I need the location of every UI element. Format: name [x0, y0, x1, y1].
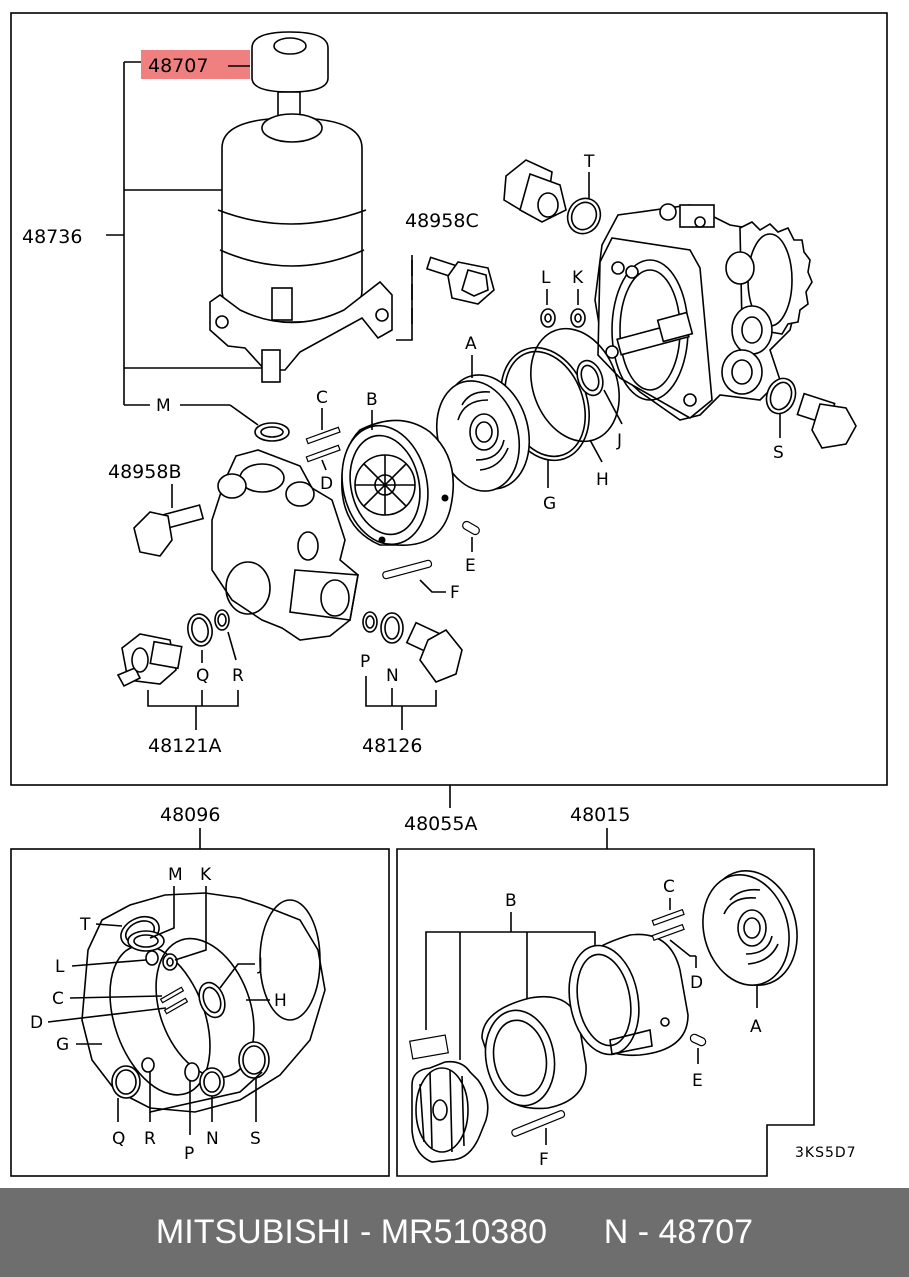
fitting-T-plug[interactable] [503, 159, 567, 223]
seal-vane-C[interactable] [159, 986, 185, 1004]
cart-pin-E[interactable] [689, 1033, 707, 1047]
label-A-top[interactable]: A [465, 334, 477, 354]
label-C-top[interactable]: C [316, 388, 328, 408]
seal-oring-H[interactable] [138, 925, 272, 1091]
washer-L[interactable] [540, 308, 556, 328]
seal-vane-D[interactable] [163, 997, 189, 1015]
oring-R[interactable] [214, 609, 230, 631]
footer-text: MITSUBISHI - MR510380 N - 48707 [156, 1213, 753, 1252]
pump-body[interactable] [594, 203, 813, 421]
plug-S[interactable] [796, 392, 857, 449]
label-48707[interactable]: 48707 [148, 55, 208, 77]
washer-K[interactable] [570, 308, 586, 328]
seal-washer-L[interactable] [145, 950, 159, 966]
label-K-top[interactable]: K [572, 268, 584, 288]
seal-label-M[interactable]: M [168, 865, 183, 885]
label-H-top[interactable]: H [596, 470, 609, 490]
cam-ring-B[interactable] [331, 418, 455, 553]
label-48958C[interactable]: 48958C [405, 210, 479, 232]
seal-oring-R[interactable] [141, 1057, 155, 1073]
footer-ref: N - 48707 [603, 1213, 754, 1251]
seal-label-J[interactable]: J [257, 955, 263, 975]
parts-diagram: 48707 48736 M 48958C [10, 12, 888, 1177]
cart-label-C[interactable]: C [663, 877, 675, 897]
seal-label-P[interactable]: P [184, 1144, 194, 1164]
seal-label-L[interactable]: L [55, 957, 65, 977]
seal-oring-J[interactable] [195, 979, 230, 1021]
label-48126[interactable]: 48126 [362, 735, 422, 757]
oring-T[interactable] [562, 193, 606, 239]
cart-ring[interactable] [478, 996, 587, 1112]
seal-oring-P[interactable] [184, 1062, 200, 1082]
seal-label-S[interactable]: S [250, 1129, 261, 1149]
label-L-top[interactable]: L [541, 268, 551, 288]
oring-M[interactable] [254, 422, 290, 442]
frame-48096 [10, 848, 390, 1177]
label-G-top[interactable]: G [543, 494, 556, 514]
label-48096[interactable]: 48096 [160, 804, 220, 826]
label-F-top[interactable]: F [450, 583, 460, 603]
union-bolt-48121A[interactable] [116, 633, 183, 688]
seal-label-T[interactable]: T [79, 915, 91, 935]
label-R-top[interactable]: R [232, 666, 244, 686]
seal-label-K[interactable]: K [200, 865, 212, 885]
cart-cam-ring[interactable] [561, 933, 689, 1060]
label-E-top[interactable]: E [465, 556, 476, 576]
pressure-plate-A[interactable] [425, 365, 542, 500]
pin-F[interactable] [382, 559, 433, 580]
footer-bar: MITSUBISHI - MR510380 N - 48707 [0, 1188, 909, 1277]
oring-P[interactable] [362, 611, 378, 633]
bolt-48958B[interactable] [133, 504, 205, 557]
cart-plate-A[interactable] [691, 861, 810, 996]
seal-label-H[interactable]: H [274, 991, 287, 1011]
rear-housing[interactable] [211, 449, 359, 641]
bolt-48958C[interactable] [425, 256, 495, 305]
label-N-top[interactable]: N [386, 666, 399, 686]
label-T-top[interactable]: T [583, 152, 595, 172]
main-frame [10, 12, 888, 786]
seal-washer-K[interactable] [162, 953, 178, 971]
vane-C[interactable] [305, 426, 341, 445]
cart-label-A[interactable]: A [750, 1017, 762, 1037]
cart-label-D[interactable]: D [690, 973, 703, 993]
cart-label-E[interactable]: E [692, 1071, 703, 1091]
label-B-top[interactable]: B [366, 390, 378, 410]
cart-label-B[interactable]: B [505, 891, 517, 911]
footer-brand-part: MITSUBISHI - MR510380 [155, 1213, 548, 1251]
label-48121A[interactable]: 48121A [148, 735, 221, 757]
seal-label-C[interactable]: C [52, 989, 64, 1009]
cart-label-F[interactable]: F [539, 1150, 549, 1170]
union-plug-48126[interactable] [405, 621, 463, 683]
cart-key[interactable] [409, 1034, 449, 1060]
label-Q-top[interactable]: Q [196, 666, 209, 686]
vane-D[interactable] [305, 444, 341, 463]
label-48958B[interactable]: 48958B [108, 461, 181, 483]
cart-vane-D[interactable] [651, 923, 685, 942]
cart-rotor[interactable] [411, 1060, 489, 1163]
seal-label-R[interactable]: R [144, 1129, 156, 1149]
label-48736[interactable]: 48736 [22, 226, 82, 248]
label-M-top[interactable]: M [156, 396, 171, 416]
label-3KS5D7[interactable]: 3KS5D7 [795, 1145, 857, 1161]
seal-label-Q[interactable]: Q [112, 1129, 125, 1149]
reservoir-body[interactable] [209, 113, 393, 383]
cart-pin-F[interactable] [511, 1110, 566, 1137]
pin-E[interactable] [461, 520, 481, 536]
label-J-top[interactable]: J [616, 431, 622, 451]
label-S-top[interactable]: S [773, 443, 784, 463]
frame-48015 [396, 848, 815, 1177]
label-48055A[interactable]: 48055A [404, 813, 477, 835]
label-48015[interactable]: 48015 [570, 804, 630, 826]
seal-label-D[interactable]: D [30, 1013, 43, 1033]
oring-J[interactable] [573, 357, 608, 399]
label-D-top[interactable]: D [320, 474, 333, 494]
highlight-48707 [141, 50, 250, 79]
seal-label-G[interactable]: G [56, 1035, 69, 1055]
label-P-top[interactable]: P [360, 652, 370, 672]
cart-vane-C[interactable] [651, 908, 685, 927]
seal-label-N[interactable]: N [206, 1129, 219, 1149]
